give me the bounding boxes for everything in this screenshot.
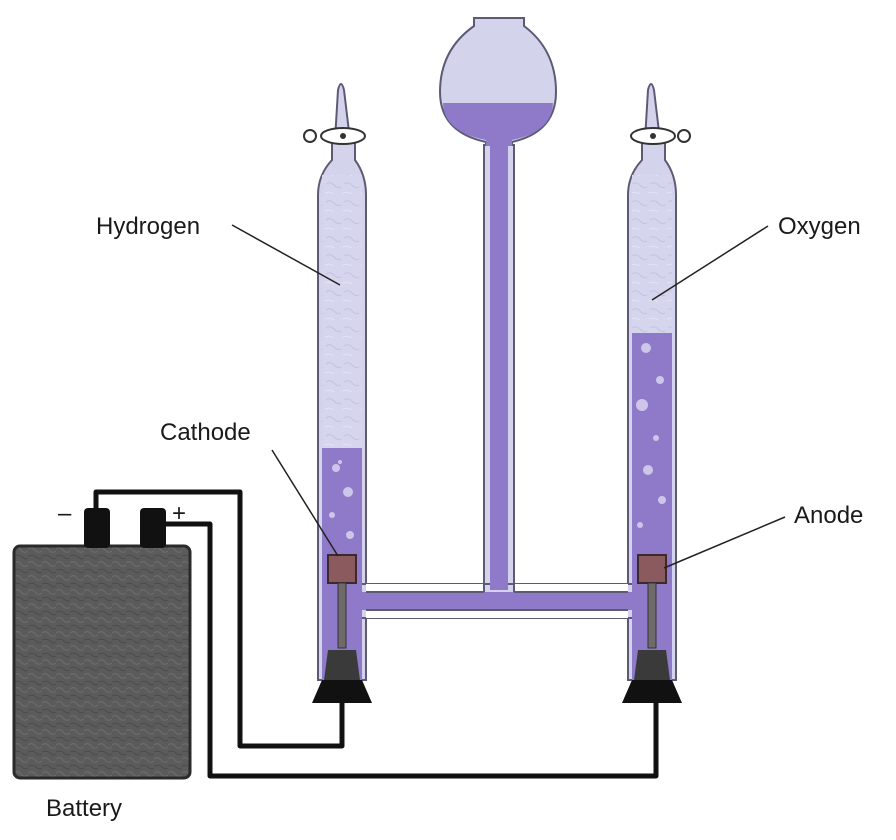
positive-terminal xyxy=(140,508,166,548)
center-stem-liquid xyxy=(490,144,508,590)
anode-label: Anode xyxy=(794,502,863,529)
hydrogen-gas xyxy=(322,175,362,450)
left-tube-tip xyxy=(333,83,352,141)
positive-terminal-sign: + xyxy=(172,500,186,527)
left-stopcock xyxy=(303,83,366,145)
circuit-wires xyxy=(93,489,659,779)
anode-electrode xyxy=(637,554,667,649)
negative-wire xyxy=(93,489,345,749)
positive-wire xyxy=(152,521,659,779)
right-tube-tip xyxy=(643,83,662,141)
gas-bubbles xyxy=(329,343,666,539)
cathode-label: Cathode xyxy=(160,419,251,446)
battery-label: Battery xyxy=(46,795,122,822)
connecting-tube-liquid xyxy=(360,592,634,610)
leader-lines xyxy=(231,224,786,569)
negative-terminal-sign: – xyxy=(58,500,72,527)
battery-body xyxy=(12,544,192,780)
liquid-fill xyxy=(322,103,672,680)
negative-terminal xyxy=(84,508,110,548)
cathode-electrode xyxy=(327,554,357,649)
left-stopper xyxy=(312,650,372,703)
oxygen-label: Oxygen xyxy=(778,213,861,240)
battery: – + xyxy=(12,500,192,780)
hydrogen-label: Hydrogen xyxy=(96,213,200,240)
reservoir-liquid xyxy=(443,103,553,146)
right-stopcock xyxy=(630,83,691,145)
oxygen-gas xyxy=(632,175,672,335)
right-stopper xyxy=(622,650,682,703)
